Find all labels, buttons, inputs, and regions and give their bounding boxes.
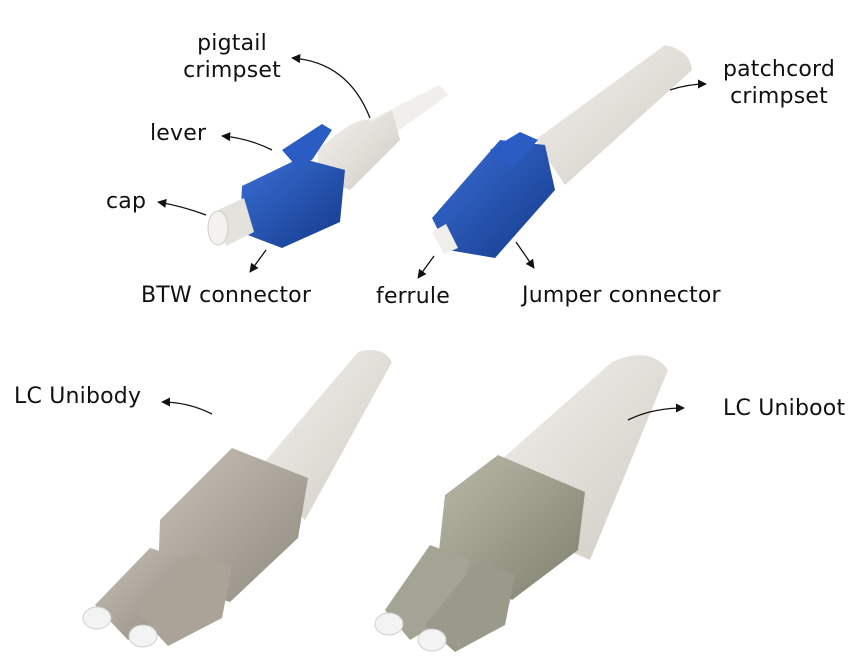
label-pigtail-crimpset: pigtail crimpset — [183, 31, 281, 83]
annotation-arrows — [157, 54, 707, 421]
arrow-unibody — [161, 397, 213, 415]
arrow-jumper — [515, 241, 535, 269]
jumper-connector-image — [432, 45, 692, 258]
label-cap: cap — [106, 189, 147, 214]
arrow-ferrule — [417, 255, 435, 279]
label-ferrule: ferrule — [376, 284, 450, 309]
arrow-cap — [157, 198, 207, 216]
label-lc-unibody: LC Unibody — [14, 384, 142, 409]
arrow-uniboot — [627, 403, 685, 421]
lc-uniboot-image — [374, 355, 668, 652]
arrow-lever — [221, 132, 273, 151]
label-lever: lever — [150, 121, 207, 146]
arrow-patchcord — [669, 79, 707, 91]
label-patchcord-crimpset: patchcord crimpset — [722, 57, 836, 109]
label-jumper-connector: Jumper connector — [522, 283, 721, 308]
btw-connector-image — [207, 85, 448, 248]
label-lc-uniboot: LC Uniboot — [723, 396, 846, 421]
lc-unibody-image — [82, 349, 392, 648]
arrow-pigtail — [291, 54, 371, 119]
arrow-btw — [249, 249, 267, 273]
label-btw-connector: BTW connector — [141, 283, 312, 308]
